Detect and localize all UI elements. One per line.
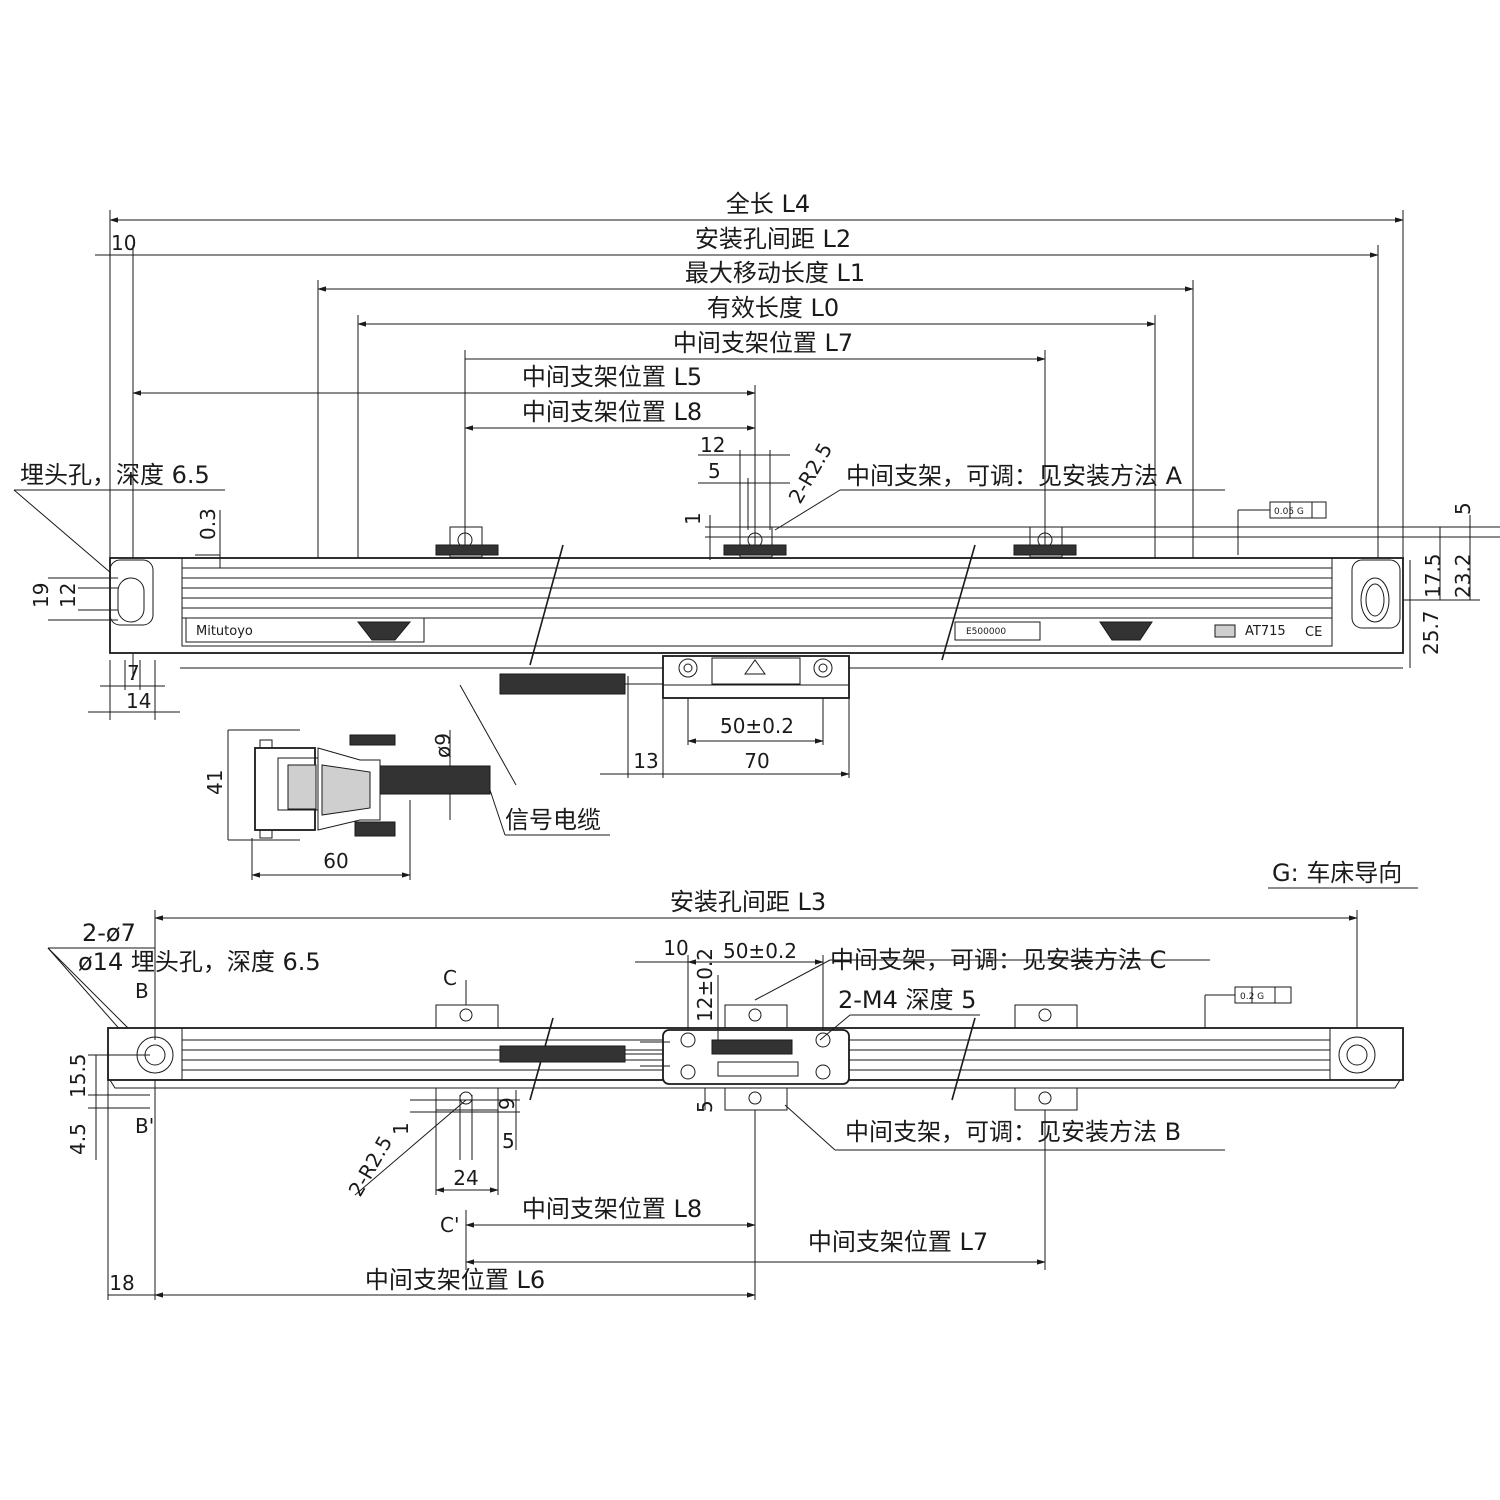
mark-b: B: [135, 979, 149, 1003]
mid-bracket-l8-label: 中间支架位置 L8: [522, 398, 702, 426]
signal-cable-label: 信号电缆: [505, 806, 601, 834]
bracket-c-callout: 中间支架，可调：见安装方法 C: [830, 946, 1166, 974]
lower-bracket-dims: [354, 980, 520, 1196]
scale-mark-right: [1099, 621, 1153, 641]
guide-note: G: 车床导向: [1272, 859, 1402, 887]
right-side-dims: [1403, 515, 1480, 668]
bottom-view: G: 车床导向 安装孔间距 L3 2-ø7 ø14 埋头孔，深度 6.5: [47, 859, 1418, 1300]
mount-pitch-l3-label: 安装孔间距 L3: [670, 888, 826, 916]
bottom-head-dims: [635, 955, 1225, 1270]
dim-18: 18: [109, 1271, 134, 1295]
scale-mark-left: [356, 621, 412, 641]
dim-7: 7: [127, 661, 140, 685]
mid-bracket-bottom-right-top: [1014, 1004, 1078, 1029]
mid-bracket-bottom-left-bottom: [435, 1087, 499, 1111]
max-travel-label: 最大移动长度 L1: [685, 259, 865, 287]
dim-60: 60: [323, 849, 348, 873]
mid-l7-bottom-label: 中间支架位置 L7: [808, 1228, 988, 1256]
effective-length-label: 有效长度 L0: [707, 294, 839, 322]
left-side-dims: [48, 577, 180, 720]
mid-bracket-l5-label: 中间支架位置 L5: [522, 363, 702, 391]
mid-bracket-bottom-center: [724, 1004, 788, 1111]
flatness-box-bottom: 0.2 G: [1204, 986, 1292, 1028]
top-view: 全长 L4 安装孔间距 L2 最大移动长度 L1 有效长度 L0 中间支架位置 …: [13, 190, 1500, 778]
mark-b2: B': [135, 1114, 154, 1138]
counterbore-bottom-text: ø14 埋头孔，深度 6.5: [78, 948, 321, 976]
dim-14: 14: [126, 689, 151, 713]
reading-head: [499, 655, 850, 699]
model-label: AT715: [1245, 624, 1286, 639]
serial-label: E500000: [966, 627, 1006, 637]
dim-9-cable: ø9: [431, 733, 455, 758]
mid-bracket-top-left: [435, 526, 499, 558]
flatness-box-top: 0.05 G: [1237, 501, 1327, 555]
dim-50-head: 50±0.2: [720, 714, 794, 738]
tapped-holes-callout: 2-M4 深度 5: [838, 986, 976, 1014]
dim-257: 25.7: [1419, 610, 1443, 655]
mount-pitch-l2-label: 安装孔间距 L2: [695, 225, 851, 253]
dim-1-top: 1: [681, 512, 705, 525]
mid-bracket-l7-label: 中间支架位置 L7: [673, 329, 853, 357]
dim-175: 17.5: [1421, 553, 1445, 598]
dim-232: 23.2: [1451, 553, 1475, 598]
dim-12-bottom: 12±0.2: [693, 948, 717, 1022]
connector-view: [227, 684, 610, 880]
scale-body: Mitutoyo E500000 AT715 CE: [109, 557, 1404, 669]
reading-head-bottom: [499, 1029, 850, 1085]
mid-bracket-bottom-left-top: [435, 1004, 499, 1029]
dim-03-top: 0.3: [196, 508, 220, 540]
mark-c2: C': [440, 1213, 459, 1237]
bracket-a-callout: 中间支架，可调：见安装方法 A: [846, 462, 1183, 490]
break-marks: [529, 544, 976, 666]
dim-155: 15.5: [66, 1053, 90, 1098]
brand-logo: Mitutoyo: [196, 624, 253, 639]
dim-12-left: 12: [56, 583, 80, 608]
flatness-top-text: 0.05 G: [1274, 507, 1304, 517]
flatness-bottom-text: 0.2 G: [1240, 992, 1264, 1002]
dim-1-bottom: 1: [389, 1122, 413, 1135]
dim-50-bottom: 50±0.2: [723, 939, 797, 963]
bracket-detail-dims: [195, 450, 1500, 568]
bottom-left-dims: [88, 1000, 156, 1300]
dim-12-top: 12: [700, 433, 725, 457]
counterbore-text: 埋头孔，深度 6.5: [20, 461, 210, 489]
dim-5-top: 5: [708, 459, 721, 483]
mark-c: C: [443, 966, 457, 990]
dim-10-bottom: 10: [663, 936, 688, 960]
mid-l6-bottom-label: 中间支架位置 L6: [365, 1266, 545, 1294]
bracket-b-callout: 中间支架，可调：见安装方法 B: [845, 1118, 1181, 1146]
mid-l8-bottom-label: 中间支架位置 L8: [522, 1195, 702, 1223]
dim-70-head: 70: [744, 749, 769, 773]
dim-19: 19: [29, 583, 53, 608]
mid-bracket-bottom-right-bottom: [1014, 1087, 1078, 1111]
ce-mark: CE: [1305, 625, 1322, 640]
dim-24: 24: [453, 1166, 478, 1190]
dim-5-right: 5: [1451, 502, 1475, 515]
holes-text: 2-ø7: [82, 919, 136, 947]
total-length-label: 全长 L4: [726, 190, 810, 218]
head-dims: [600, 676, 850, 778]
dim-10-label: 10: [111, 231, 136, 255]
dim-45: 4.5: [66, 1123, 90, 1155]
dim-5-bottom-head: 5: [693, 1100, 717, 1113]
dim-13-head: 13: [633, 749, 658, 773]
bottom-position-dims: [154, 1110, 1046, 1300]
counterbore-callout: 埋头孔，深度 6.5: [13, 461, 225, 586]
dim-41: 41: [203, 770, 227, 795]
dim-9-bottom: 9: [495, 1097, 519, 1110]
dim-5-bottom: 5: [502, 1129, 515, 1153]
